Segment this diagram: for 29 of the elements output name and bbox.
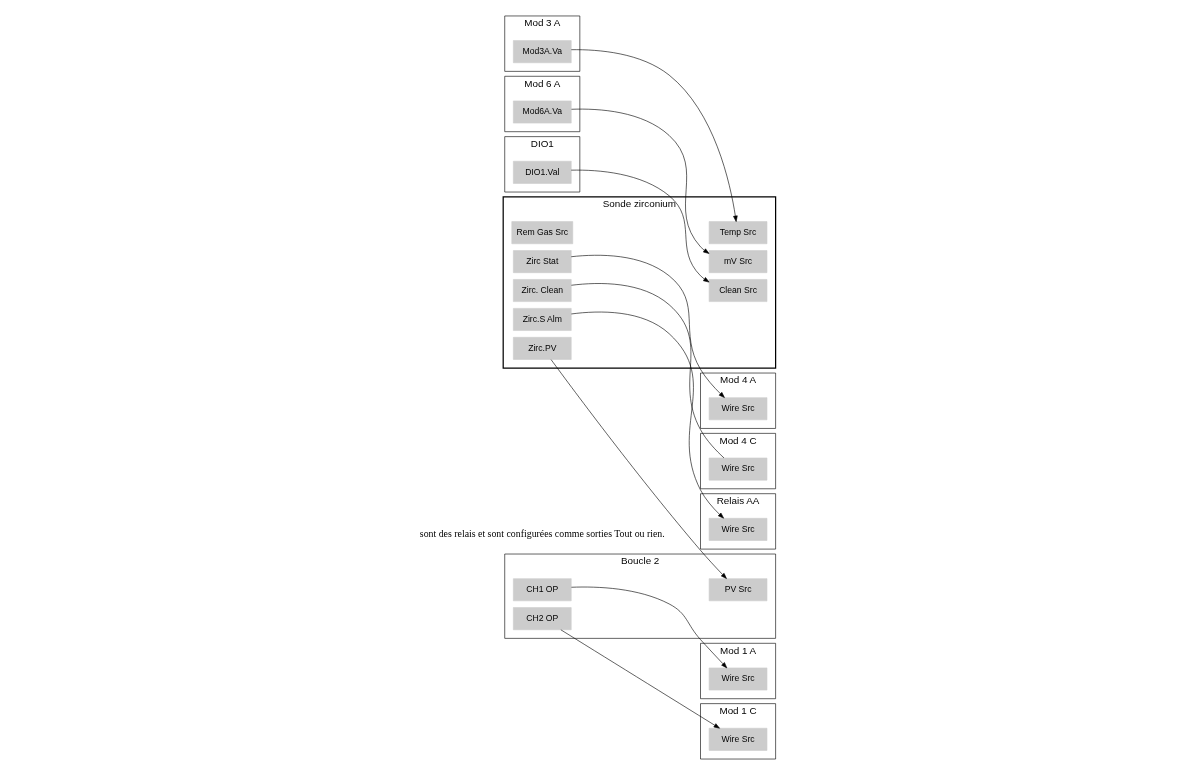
arrow xyxy=(571,49,738,222)
node-box: Wire Src xyxy=(708,457,768,481)
node-box: Wire Src xyxy=(708,667,768,691)
node-box: Temp Src xyxy=(708,221,768,245)
arrow xyxy=(571,108,710,254)
node-box: CH2 OP xyxy=(513,607,572,631)
node-box: Wire Src xyxy=(708,397,768,421)
connector xyxy=(571,283,725,459)
arrow xyxy=(570,169,710,283)
node-box: mV Src xyxy=(708,250,768,273)
arrow xyxy=(570,254,725,398)
node-box: Zirc.S Alm xyxy=(513,308,572,331)
node-box: Zirc. Clean xyxy=(513,279,572,302)
label: sont des relais et sont configurées comme sorties Tout ou rien. xyxy=(419,527,665,539)
node-box: Zirc Stat xyxy=(513,250,572,273)
node-box: DIO1.Val xyxy=(513,160,572,184)
arrow xyxy=(571,311,724,519)
node-box: Zirc.PV xyxy=(513,337,572,360)
node-box: Mod6A.Va xyxy=(513,100,572,124)
node-box: Clean Src xyxy=(708,279,768,302)
arrow xyxy=(571,586,728,669)
node-box: Rem Gas Src xyxy=(511,221,574,245)
node-box: Wire Src xyxy=(708,727,768,751)
node-box: Wire Src xyxy=(708,518,768,541)
node-box: PV Src xyxy=(708,578,768,602)
node-box: Mod3A.Va xyxy=(513,40,572,64)
node-box: CH1 OP xyxy=(513,578,572,602)
arrow xyxy=(550,359,727,579)
arrow xyxy=(560,629,720,729)
